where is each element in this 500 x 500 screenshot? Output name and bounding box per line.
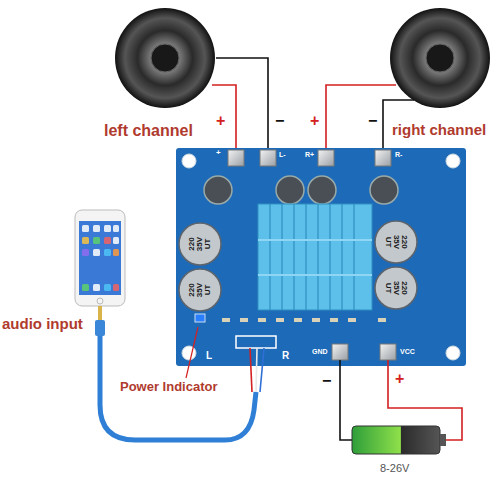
channel-silk: L [206,350,212,361]
terminal-silk: + [216,149,221,158]
polarity-mark: − [368,112,377,130]
channel-label: left channel [104,122,193,140]
indicator-label: Power Indicator [120,380,218,394]
leader-line [186,327,198,378]
phone [75,210,125,306]
terminal-silk: R+ [305,151,314,159]
pin-name: GND [312,348,328,356]
polarity-mark: − [275,112,284,130]
polarity-mark: + [310,112,319,130]
capacitor-marking: 220 35V UT [384,278,408,298]
pin-name: VCC [400,348,415,356]
audio-cable [95,306,264,440]
speaker-wires [212,58,414,152]
capacitor-marking: 220 35V UT [384,232,408,252]
channel-silk: R [282,350,289,361]
speaker-left [115,8,215,108]
terminal-silk: R- [395,151,402,159]
capacitor-marking: 220 35V UT [188,234,212,254]
input-label: audio input [2,316,83,333]
polarity-mark: + [395,370,404,388]
speaker-right [390,8,490,108]
polarity-mark: − [322,372,331,390]
terminal-silk: L- [279,151,286,159]
battery [352,426,446,454]
amplifier-board [176,148,466,366]
polarity-mark: + [216,112,225,130]
channel-label: right channel [392,122,486,139]
voltage-label: 8-26V [380,462,409,474]
capacitor-marking: 220 35V UT [188,280,212,300]
